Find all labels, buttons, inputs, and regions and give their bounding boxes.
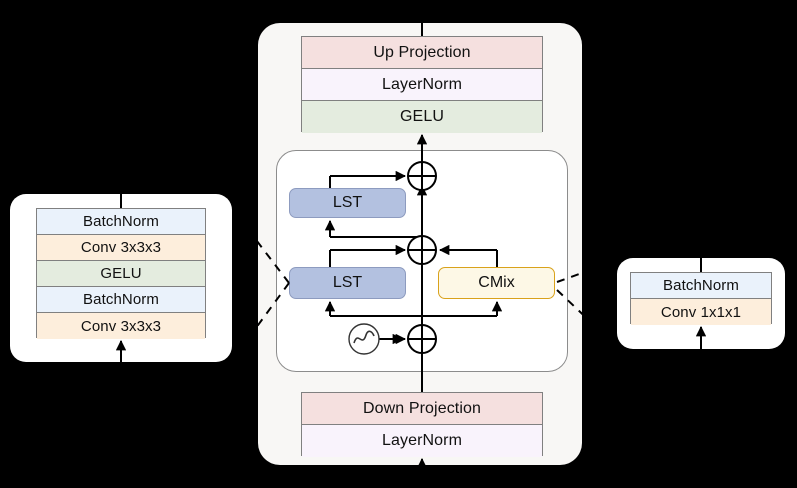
left-row-batchnorm-2: BatchNorm	[37, 287, 205, 313]
row-layernorm-bottom: LayerNorm	[302, 425, 542, 457]
left-row-batchnorm-1: BatchNorm	[37, 209, 205, 235]
left-row-conv-1: Conv 3x3x3	[37, 235, 205, 261]
row-up-projection: Up Projection	[302, 37, 542, 69]
right-row-batchnorm: BatchNorm	[631, 273, 771, 299]
right-block-stack: BatchNorm Conv 1x1x1	[630, 272, 772, 325]
node-cmix: CMix	[438, 267, 555, 299]
node-lst-top: LST	[289, 188, 406, 218]
left-row-conv-2: Conv 3x3x3	[37, 313, 205, 339]
left-row-gelu: GELU	[37, 261, 205, 287]
row-down-projection: Down Projection	[302, 393, 542, 425]
node-lst-bottom: LST	[289, 267, 406, 299]
inner-container	[276, 150, 568, 372]
row-gelu-center: GELU	[302, 101, 542, 133]
center-bottom-stack: Down Projection LayerNorm	[301, 392, 543, 457]
left-block-stack: BatchNorm Conv 3x3x3 GELU BatchNorm Conv…	[36, 208, 206, 339]
right-row-conv: Conv 1x1x1	[631, 299, 771, 325]
center-top-stack: Up Projection LayerNorm GELU	[301, 36, 543, 133]
row-layernorm-top: LayerNorm	[302, 69, 542, 101]
